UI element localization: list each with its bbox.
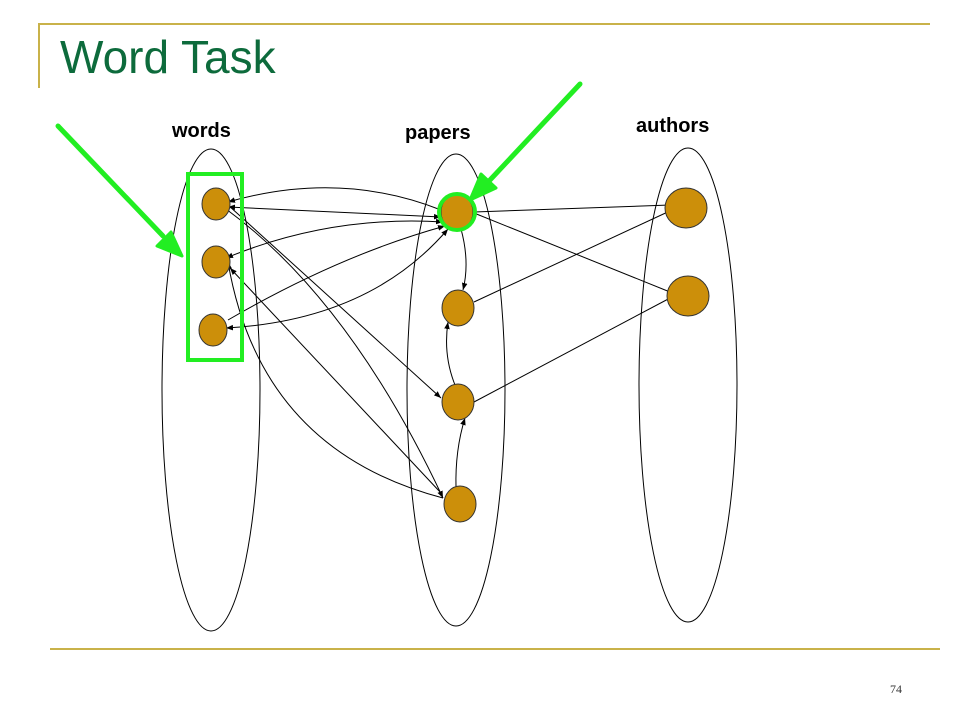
author-node-1	[664, 187, 708, 229]
paper-node-3	[441, 383, 475, 421]
edge	[227, 187, 442, 211]
paper-highlight-ring	[437, 192, 477, 232]
word-node-2	[201, 245, 231, 279]
edge	[460, 228, 468, 291]
word-node-1	[201, 187, 231, 221]
words-highlight-box	[186, 172, 244, 362]
edge	[444, 321, 456, 386]
edge	[225, 218, 444, 259]
edge	[473, 204, 671, 213]
paper-node-4	[443, 485, 477, 523]
paper-node-2	[441, 289, 475, 327]
author-node-2	[666, 275, 710, 317]
bottom-rule	[50, 648, 940, 650]
authors-label: authors	[636, 115, 710, 137]
words-column-ellipse	[161, 148, 261, 632]
edge	[225, 228, 449, 331]
authors-column-ellipse	[638, 147, 738, 623]
edge	[473, 296, 673, 403]
page-number: 74	[890, 682, 902, 696]
slide-title: Word Task	[60, 31, 276, 83]
edge	[473, 212, 671, 293]
papers-label: papers	[405, 122, 471, 144]
green-arrow-left	[55, 123, 184, 258]
left-rule	[38, 23, 40, 88]
papers-column-ellipse	[406, 153, 506, 627]
top-rule	[40, 23, 930, 25]
edge	[473, 209, 673, 303]
edge	[455, 417, 466, 489]
word-node-3	[198, 313, 228, 347]
words-label: words	[172, 120, 231, 142]
edge	[227, 204, 442, 220]
green-arrow-right	[468, 81, 583, 202]
